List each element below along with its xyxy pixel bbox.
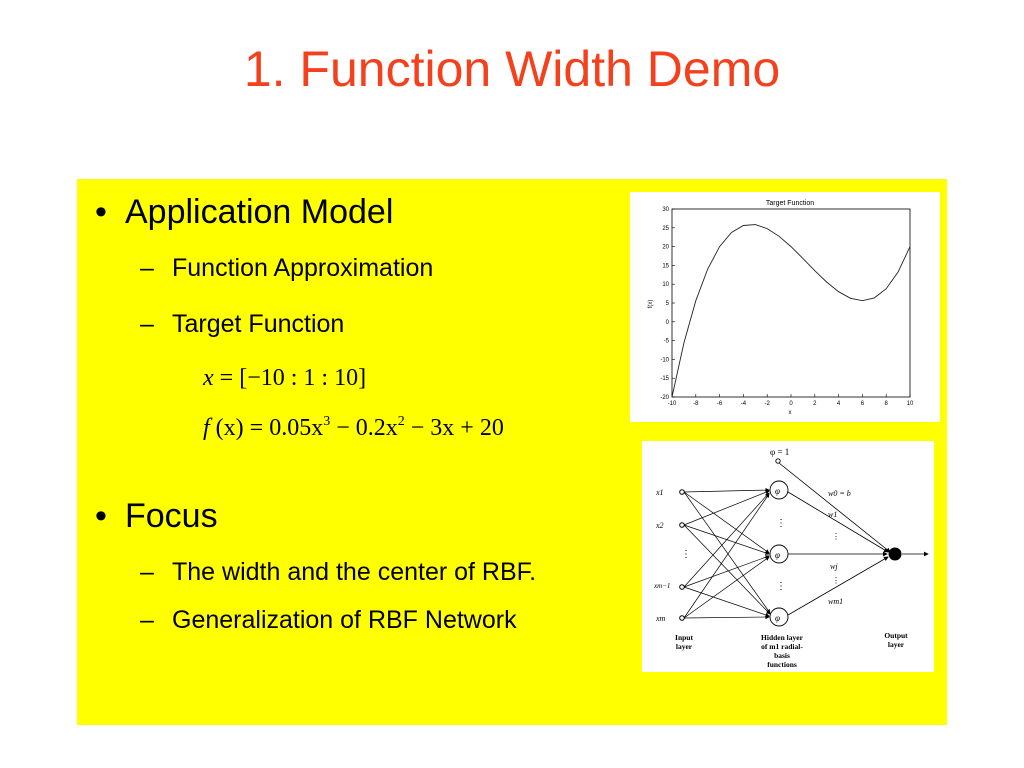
weight-labels: w0 = b w1 ⋮ wj ⋮ wm1 xyxy=(828,489,851,606)
input-label-xm: xm xyxy=(655,614,666,623)
sub-marker: – xyxy=(140,310,154,338)
hidden-output-edges xyxy=(787,491,889,616)
bias-node xyxy=(775,458,781,464)
rbf-network-diagram: φ = 1 x1 x2 ⋮ xm−1 xm xyxy=(642,441,934,672)
hidden-node xyxy=(769,480,789,500)
x-tick-label: 6 xyxy=(861,401,865,407)
input-ellipsis: ⋮ xyxy=(681,549,691,560)
y-tick-label: 25 xyxy=(662,226,669,232)
x-tick-label: -10 xyxy=(668,401,677,407)
y-tick-label: -5 xyxy=(664,339,670,345)
weight-wm1: wm1 xyxy=(828,597,843,606)
input-label-x2: x2 xyxy=(655,521,664,530)
sub-text: The width and the center of RBF. xyxy=(172,558,537,586)
chart-title: Target Function xyxy=(766,200,814,207)
y-tick-label: 30 xyxy=(662,207,669,213)
y-tick-label: -15 xyxy=(660,376,669,382)
hidden-node-symbol: φ xyxy=(775,613,780,623)
sub-marker: – xyxy=(140,254,154,282)
input-node xyxy=(679,615,685,621)
sub-text: Generalization of RBF Network xyxy=(172,606,517,634)
sub-marker: – xyxy=(140,558,154,586)
x-tick-label: 2 xyxy=(813,401,817,407)
output-node xyxy=(888,547,902,561)
y-tick-label: 15 xyxy=(662,263,669,269)
input-node xyxy=(679,584,685,590)
y-tick-label: -10 xyxy=(660,357,669,363)
x-axis-label: x xyxy=(789,410,792,416)
hidden-ellipsis: ⋮ xyxy=(776,518,786,529)
weight-wj: wj xyxy=(830,562,838,571)
bullet-text: Focus xyxy=(125,497,218,535)
input-label-xm-1: xm−1 xyxy=(653,582,670,590)
input-node xyxy=(679,522,685,528)
bias-edge xyxy=(778,462,891,553)
y-tick-group: 30 25 20 15 10 5 0 -5 -10 -15 -20 xyxy=(660,207,675,401)
equation-target-function: f (x) = 0.05x3 − 0.2x2 − 3x + 20 xyxy=(203,414,504,441)
x-tick-label: -6 xyxy=(717,401,723,407)
x-tick-label: 10 xyxy=(907,401,914,407)
chart-axes-box xyxy=(671,208,911,398)
weight-w0: w0 = b xyxy=(828,489,851,498)
slide-title: 1. Function Width Demo xyxy=(243,41,781,97)
network-svg: φ = 1 x1 x2 ⋮ xm−1 xm xyxy=(653,447,929,669)
series-line xyxy=(671,224,911,398)
x-tick-label: -8 xyxy=(693,401,699,407)
bullet-marker: • xyxy=(95,193,107,231)
x-tick-label: -2 xyxy=(765,401,771,407)
x-tick-label: -4 xyxy=(741,401,747,407)
x-tick-label: 8 xyxy=(885,401,889,407)
hidden-node-symbol: φ xyxy=(775,550,780,560)
x-tick-group: -10 -8 -6 -4 -2 0 2 4 6 8 10 xyxy=(668,394,914,407)
hidden-ellipsis: ⋮ xyxy=(776,581,786,592)
input-hidden-edges xyxy=(683,487,771,620)
bullet-text: Application Model xyxy=(125,193,394,231)
x-tick-label: 4 xyxy=(837,401,841,407)
input-node xyxy=(679,489,685,495)
y-tick-label: 20 xyxy=(662,245,669,251)
hidden-node-symbol: φ xyxy=(775,486,780,496)
y-tick-label: 5 xyxy=(666,301,670,307)
bias-label: φ = 1 xyxy=(770,447,789,457)
hidden-node xyxy=(769,607,789,627)
y-tick-label: -20 xyxy=(660,395,669,401)
weight-w1: w1 xyxy=(828,510,837,519)
y-axis-label: f(x) xyxy=(648,300,654,309)
y-tick-label: 0 xyxy=(666,320,670,326)
input-label-x1: x1 xyxy=(655,488,664,497)
weight-ellipsis: ⋮ xyxy=(832,576,840,585)
input-nodes: x1 x2 ⋮ xm−1 xm xyxy=(653,488,691,623)
sub-text: Function Approximation xyxy=(172,254,434,282)
x-tick-label: 0 xyxy=(789,401,793,407)
hidden-nodes: φ ⋮ φ ⋮ φ xyxy=(769,480,789,627)
bullet-marker: • xyxy=(95,497,107,535)
equation-x-range: x = [−10 : 1 : 10] xyxy=(203,365,367,391)
chart-svg: Target Function 302520151050-5-10-15-20 … xyxy=(648,200,914,416)
weight-ellipsis: ⋮ xyxy=(832,532,840,541)
sub-marker: – xyxy=(140,606,154,634)
y-tick-label: 10 xyxy=(662,282,669,288)
sub-text: Target Function xyxy=(172,310,345,338)
